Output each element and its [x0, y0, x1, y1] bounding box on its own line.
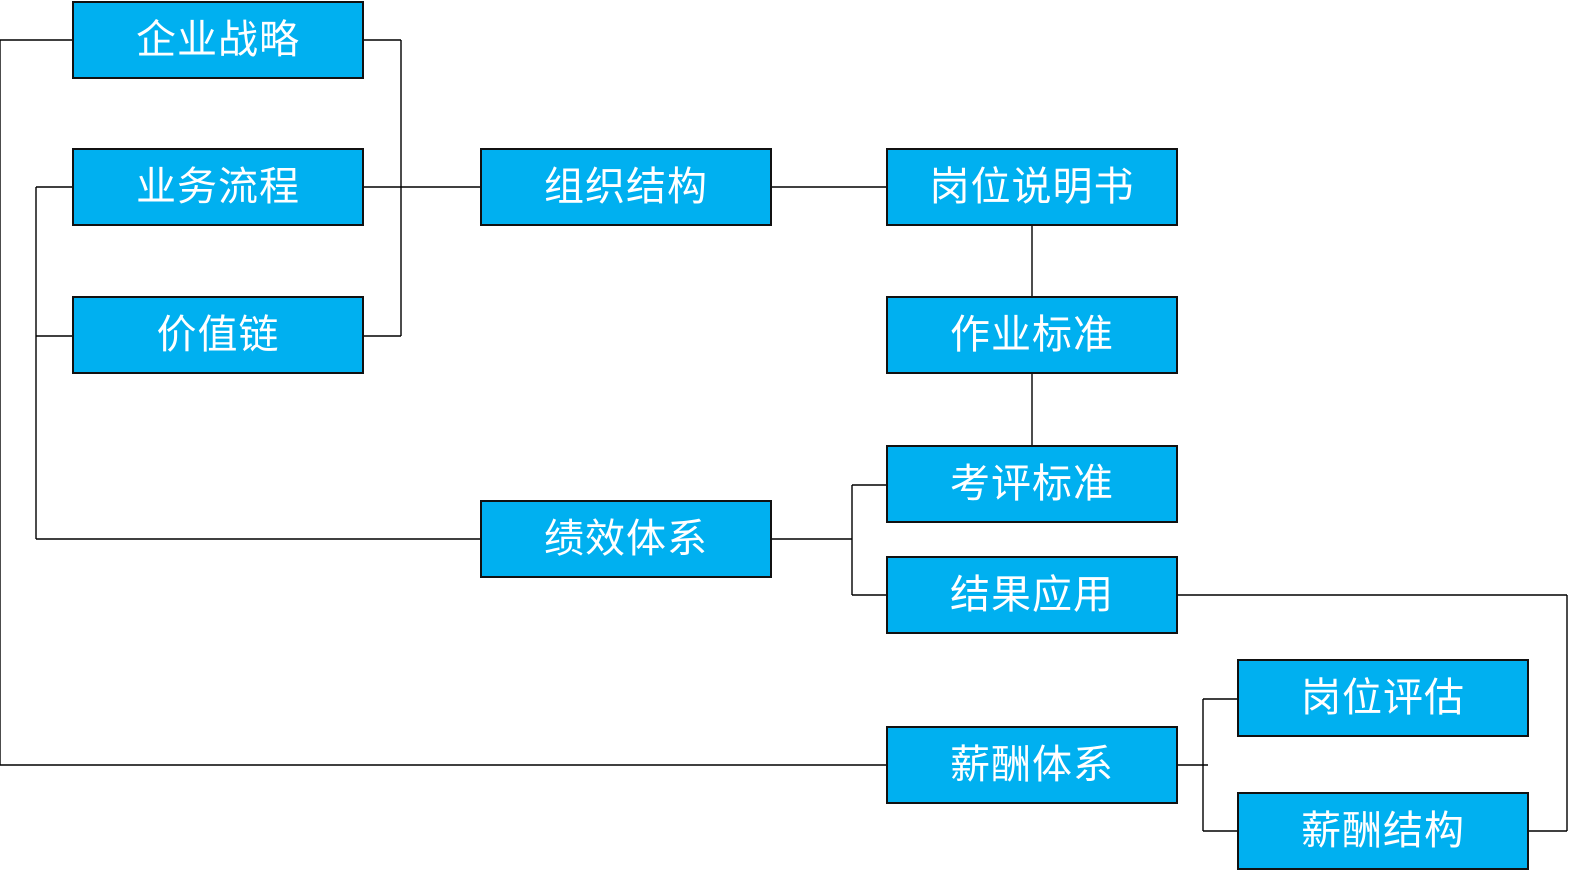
node-job-description: 岗位说明书 [886, 148, 1178, 226]
node-salary-system: 薪酬体系 [886, 726, 1178, 804]
node-operation-standard: 作业标准 [886, 296, 1178, 374]
node-evaluation-standard: 考评标准 [886, 445, 1178, 523]
node-salary-structure: 薪酬结构 [1237, 792, 1529, 870]
node-org-structure: 组织结构 [480, 148, 772, 226]
node-value-chain: 价值链 [72, 296, 364, 374]
node-business-process: 业务流程 [72, 148, 364, 226]
node-job-evaluation: 岗位评估 [1237, 659, 1529, 737]
node-performance-system: 绩效体系 [480, 500, 772, 578]
node-result-application: 结果应用 [886, 556, 1178, 634]
node-strategy: 企业战略 [72, 1, 364, 79]
